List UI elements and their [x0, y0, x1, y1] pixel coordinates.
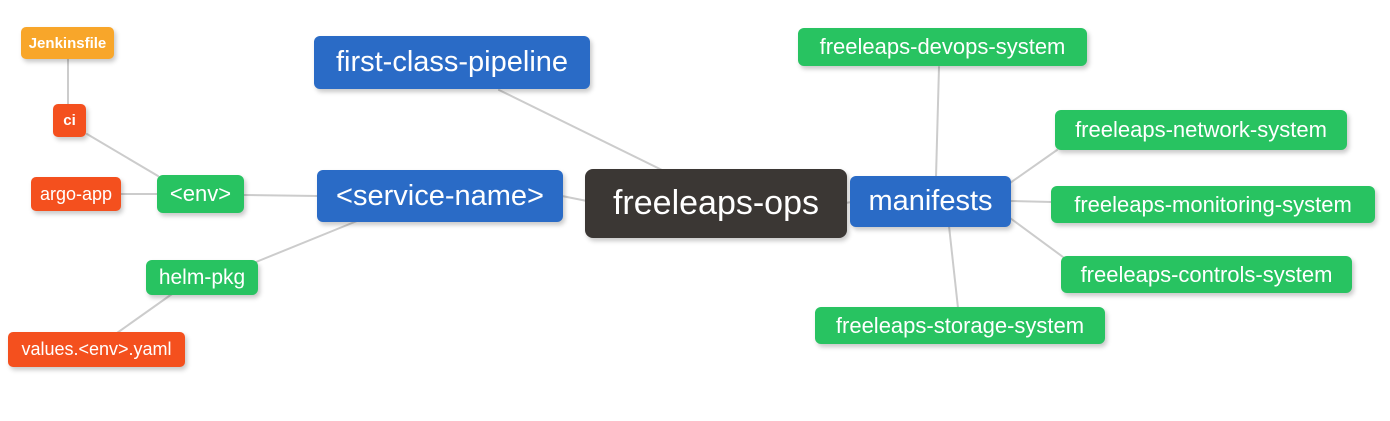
node-helm-pkg[interactable]: helm-pkg — [146, 260, 258, 295]
edge-env-service-name — [243, 194, 319, 197]
node-freeleaps-ops[interactable]: freeleaps-ops — [585, 169, 847, 238]
edge-pipeline-freeleaps-ops — [498, 89, 667, 173]
node-jenkinsfile[interactable]: Jenkinsfile — [21, 27, 114, 59]
node-ci[interactable]: ci — [53, 104, 86, 137]
edge-ci-env — [86, 133, 159, 177]
node-argo-app[interactable]: argo-app — [31, 177, 121, 211]
node-freeleaps-network-system[interactable]: freeleaps-network-system — [1055, 110, 1347, 150]
node-service-name[interactable]: <service-name> — [317, 170, 563, 222]
edge-service-name-helm-pkg — [255, 220, 358, 263]
node-first-class-pipeline[interactable]: first-class-pipeline — [314, 36, 590, 89]
node-freeleaps-controls-system[interactable]: freeleaps-controls-system — [1061, 256, 1352, 293]
edge-service-name-freeleaps-ops — [561, 195, 588, 202]
edge-helm-pkg-values — [116, 293, 173, 334]
node-freeleaps-devops-system[interactable]: freeleaps-devops-system — [798, 28, 1087, 66]
edge-manifests-devops-system — [935, 66, 940, 178]
node-freeleaps-monitoring-system[interactable]: freeleaps-monitoring-system — [1051, 186, 1375, 223]
edge-manifests-network-system — [1009, 149, 1058, 184]
edge-manifests-controls-system — [1009, 217, 1064, 258]
node-env[interactable]: <env> — [157, 175, 244, 213]
node-values-env-yaml[interactable]: values.<env>.yaml — [8, 332, 185, 367]
edge-manifests-storage-system — [948, 225, 959, 309]
node-manifests[interactable]: manifests — [850, 176, 1011, 227]
node-freeleaps-storage-system[interactable]: freeleaps-storage-system — [815, 307, 1105, 344]
edge-manifests-monitoring-system — [1009, 200, 1053, 203]
